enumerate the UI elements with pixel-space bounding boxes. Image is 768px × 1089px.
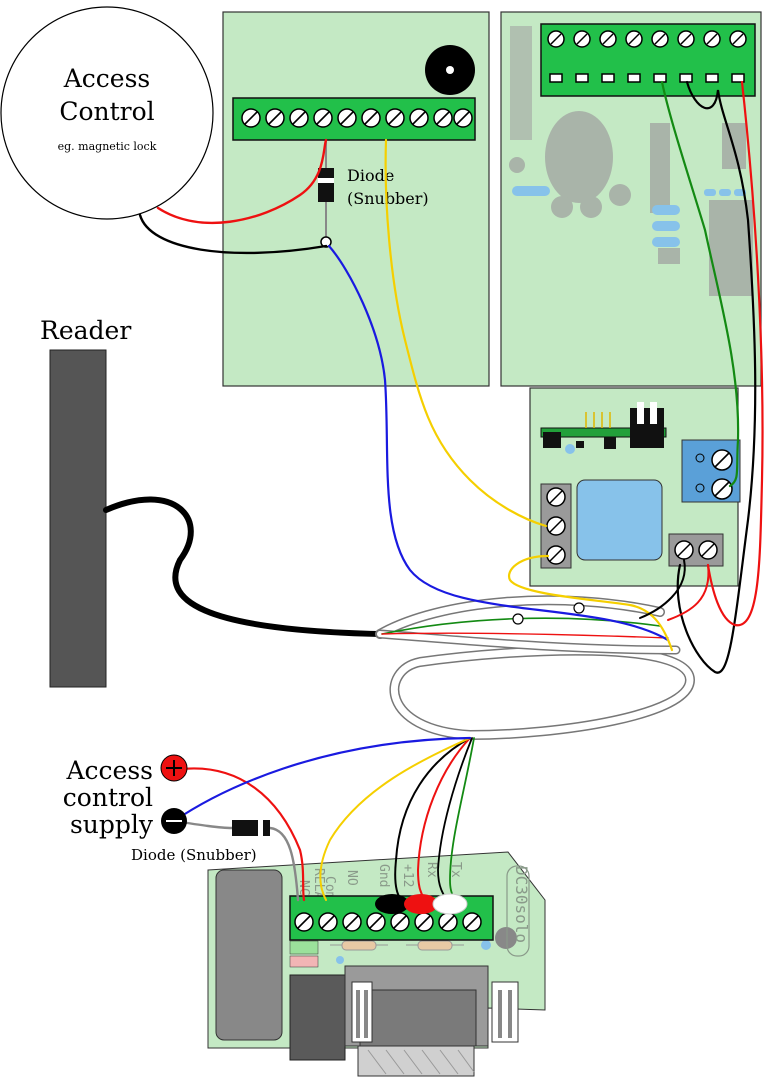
dc30solo-board: RELAY NC Com NO Gnd +12 Rx Tx DC30solo: [207, 851, 546, 1077]
supply-terminals: [160, 754, 188, 834]
label-rx: Rx: [424, 862, 439, 878]
label-tx: Tx: [448, 862, 463, 878]
lock-controller-board: Diode (Snubber): [222, 11, 490, 387]
label-com: Com: [322, 876, 337, 900]
main-controller-board: [500, 11, 762, 387]
wires: [103, 80, 764, 902]
supply-label-1: Access: [65, 756, 153, 785]
access-control-line-1: Access: [63, 64, 151, 93]
snubber-diode-bottom: [232, 820, 270, 836]
label-gnd: Gnd: [376, 864, 391, 887]
access-control-lock: Access Control eg. magnetic lock: [0, 6, 214, 220]
supply-label-2: control: [63, 783, 153, 812]
controller-terminal-screws: [547, 30, 747, 83]
label-plus12: +12: [400, 864, 415, 887]
access-control-note: eg. magnetic lock: [58, 140, 157, 153]
lock-terminal-screws: [241, 108, 473, 128]
diode-top-label-2: (Snubber): [347, 189, 429, 208]
diode-bottom-label: Diode (Snubber): [131, 846, 257, 864]
label-no: NO: [344, 870, 359, 886]
label-dc30solo: DC30solo: [512, 866, 531, 943]
reader-label: Reader: [40, 316, 131, 345]
diode-top-label-1: Diode: [347, 166, 394, 185]
wire-ferrules: [375, 893, 468, 915]
reader-device: [49, 349, 107, 688]
supply-label-3: supply: [70, 810, 154, 839]
relay-module: [529, 387, 741, 587]
access-control-line-2: Control: [59, 97, 154, 126]
